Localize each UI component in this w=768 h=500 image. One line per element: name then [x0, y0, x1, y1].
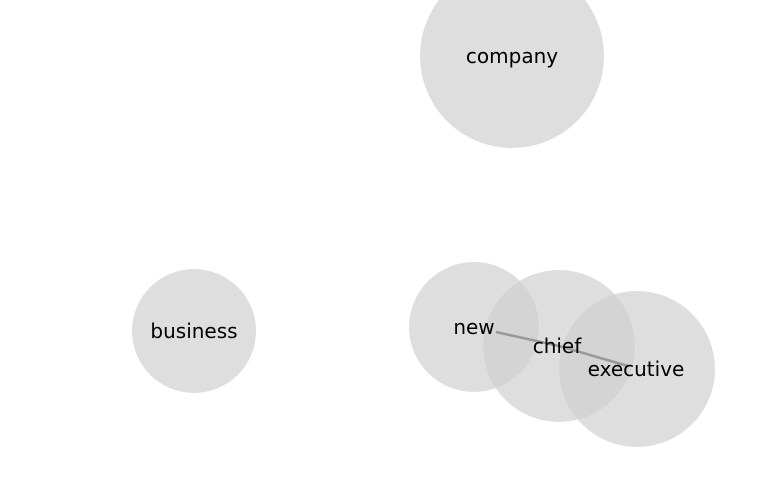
node-new-label: new — [453, 315, 494, 339]
node-business-circle — [132, 269, 256, 393]
node-business-label: business — [150, 319, 237, 343]
node-company-label: company — [466, 44, 558, 68]
node-company[interactable] — [420, 0, 604, 148]
node-company-circle — [420, 0, 604, 148]
node-executive-circle — [559, 291, 715, 447]
node-executive[interactable] — [559, 291, 715, 447]
edge-new-chief — [495, 330, 560, 348]
node-business[interactable] — [132, 269, 256, 393]
node-chief-label: chief — [533, 334, 583, 358]
edges-layer — [495, 330, 629, 368]
node-executive-label: executive — [588, 357, 685, 381]
edge-chief-executive — [558, 344, 629, 368]
